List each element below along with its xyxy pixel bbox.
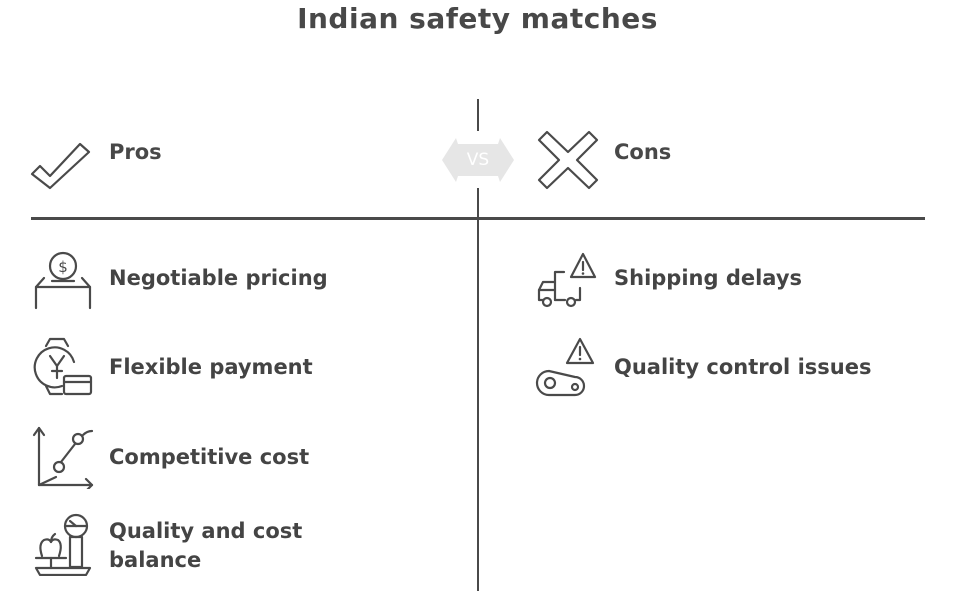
vertical-divider-top (477, 99, 479, 131)
weighing-scale-icon (30, 512, 94, 577)
vs-label: VS (466, 150, 490, 170)
vs-hexagon-arrow-icon (442, 138, 514, 182)
watch-card-payment-icon (30, 336, 94, 400)
cons-item-shipping-delays: Shipping delays (614, 266, 803, 290)
pros-item-competitive-cost: Competitive cost (109, 445, 310, 469)
vertical-divider-bottom (477, 188, 479, 591)
cons-header: Cons (614, 140, 672, 164)
page-title: Indian safety matches (297, 2, 658, 35)
pros-item-quality-and-cost-balance: Quality and cost balance (109, 519, 303, 572)
truck-warning-icon (535, 250, 599, 314)
pros-item-negotiable-pricing: Negotiable pricing (109, 266, 328, 290)
coin-deposit-icon: $ (30, 248, 94, 312)
cons-item-quality-control-issues: Quality control issues (614, 355, 872, 379)
checkmark-icon (30, 136, 92, 196)
pros-header: Pros (109, 140, 162, 164)
vs-badge: VS (442, 134, 514, 186)
svg-text:$: $ (58, 258, 68, 276)
pros-item-flexible-payment: Flexible payment (109, 355, 313, 379)
growth-chart-icon (30, 425, 94, 493)
cross-icon (537, 130, 599, 194)
conveyor-warning-icon (535, 337, 599, 401)
